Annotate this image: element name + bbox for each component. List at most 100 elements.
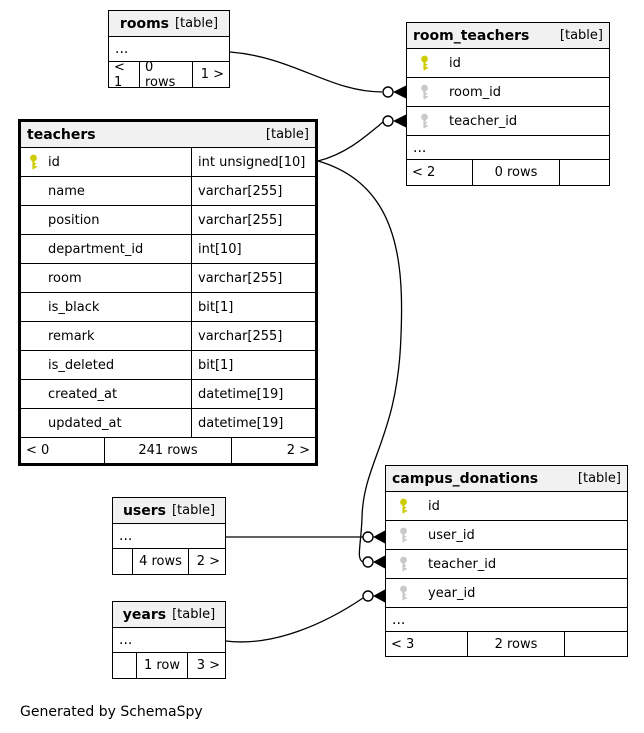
crow-foot-icon <box>373 530 385 544</box>
column-type: bit[1] <box>191 293 315 321</box>
table-teachers-footer: < 0 241 rows 2 > <box>21 438 315 463</box>
table-tag: [table] <box>559 28 603 43</box>
marker-teacher_id-room_teachers <box>382 114 406 128</box>
parents-count <box>559 160 609 185</box>
foreign-key-icon <box>421 113 428 129</box>
table-name: room_teachers <box>413 27 530 44</box>
table-room_teachers-footer: < 2 0 rows <box>407 160 609 185</box>
table-users[interactable]: users [table] ... 4 rows 2 > <box>112 497 226 575</box>
ellipsis-text: ... <box>413 139 427 156</box>
edge-years-to-campus_donations-year_id <box>225 597 364 643</box>
column-name: teacher_id <box>428 556 497 572</box>
table-room_teachers[interactable]: room_teachers [table] id <box>406 22 610 186</box>
row-count: 2 rows <box>467 632 564 656</box>
foreign-key-icon <box>421 84 428 100</box>
marker-year_id <box>362 589 385 603</box>
children-count: < 0 <box>26 443 50 458</box>
row-count: 0 rows <box>472 160 559 185</box>
column-name: department_id <box>48 241 144 257</box>
parents-count: 3 > <box>187 653 225 678</box>
cardinality-circle-icon <box>382 115 394 127</box>
table-tag: [table] <box>174 16 219 31</box>
column-row-created_at: created_at datetime[19] <box>21 380 315 409</box>
table-years[interactable]: years [table] ... 1 row 3 > <box>112 601 226 679</box>
column-row-remark: remark varchar[255] <box>21 322 315 351</box>
ellipsis-text: ... <box>115 41 129 57</box>
column-type: datetime[19] <box>191 409 315 437</box>
parents-count <box>564 632 627 656</box>
column-name: id <box>449 55 461 71</box>
column-name: is_black <box>48 299 100 315</box>
parents-count: 2 > <box>231 438 315 463</box>
column-row-teacher_id: teacher_id <box>386 550 627 579</box>
row-count: 4 rows <box>132 549 188 574</box>
table-campus_donations-header: campus_donations [table] <box>386 466 627 492</box>
row-count: 241 rows <box>104 438 231 463</box>
column-name: room <box>48 270 82 286</box>
crow-foot-icon <box>373 589 385 603</box>
table-name: teachers <box>27 126 96 143</box>
table-tag: [table] <box>172 607 216 622</box>
table-tag: [table] <box>577 471 621 486</box>
primary-key-icon <box>30 154 37 170</box>
table-campus_donations-footer: < 3 2 rows <box>386 632 627 656</box>
hidden-columns-row: ... <box>113 524 225 549</box>
table-users-footer: 4 rows 2 > <box>113 549 225 574</box>
primary-key-icon <box>400 498 407 514</box>
marker-user_id <box>362 530 385 544</box>
hidden-columns-row: ... <box>113 628 225 653</box>
table-rooms-footer: < 1 0 rows 1 > <box>109 59 229 90</box>
column-row-id: id <box>386 492 627 521</box>
column-row-room_id: room_id <box>407 78 609 107</box>
table-name: users <box>122 502 166 519</box>
table-tag: [table] <box>171 503 216 518</box>
column-type: varchar[255] <box>191 177 315 205</box>
column-row-user_id: user_id <box>386 521 627 550</box>
edge-teachers-id-to-room_teachers-teacher_id <box>317 121 384 162</box>
cardinality-circle-icon <box>362 531 374 543</box>
table-room_teachers-header: room_teachers [table] <box>407 23 609 49</box>
table-teachers[interactable]: teachers [table] id int unsigned[10] nam… <box>18 119 318 466</box>
crow-foot-icon <box>393 114 406 128</box>
table-teachers-header: teachers [table] <box>21 122 315 148</box>
column-row-updated_at: updated_at datetime[19] <box>21 409 315 438</box>
column-row-is_black: is_black bit[1] <box>21 293 315 322</box>
children-count <box>113 653 136 678</box>
parents-count: 1 > <box>192 62 229 87</box>
hidden-columns-row: ... <box>109 37 229 62</box>
table-tag: [table] <box>265 127 309 142</box>
cardinality-circle-icon <box>362 590 374 602</box>
column-name: updated_at <box>48 415 122 431</box>
column-row-id: id int unsigned[10] <box>21 148 315 177</box>
children-count: < 3 <box>391 636 415 652</box>
cardinality-circle-icon <box>362 556 374 568</box>
column-name: remark <box>48 328 95 344</box>
column-name: position <box>48 212 100 228</box>
table-campus_donations[interactable]: campus_donations [table] id <box>385 465 628 657</box>
column-name: user_id <box>428 527 475 543</box>
table-rooms-header: rooms [table] <box>109 11 229 37</box>
column-type: int unsigned[10] <box>191 148 315 176</box>
column-type: int[10] <box>191 235 315 263</box>
table-users-header: users [table] <box>113 498 225 524</box>
children-count <box>113 549 132 574</box>
table-years-header: years [table] <box>113 602 225 628</box>
table-rooms[interactable]: rooms [table] ... < 1 0 rows 1 > <box>108 10 230 90</box>
edge-rooms-to-room_teachers-room_id <box>229 51 383 93</box>
cardinality-circle-icon <box>382 86 394 98</box>
column-name: room_id <box>449 84 501 100</box>
children-count: < 2 <box>412 165 436 180</box>
ellipsis-text: ... <box>119 632 133 648</box>
column-row-name: name varchar[255] <box>21 177 315 206</box>
parents-count: 2 > <box>188 549 225 574</box>
column-row-department_id: department_id int[10] <box>21 235 315 264</box>
foreign-key-icon <box>400 585 407 601</box>
children-count: < 1 <box>114 59 125 90</box>
column-name: teacher_id <box>449 113 518 129</box>
column-type: bit[1] <box>191 351 315 379</box>
row-count: 0 rows <box>139 60 192 90</box>
primary-key-icon <box>421 55 428 71</box>
hidden-columns-row: ... <box>386 608 627 632</box>
crow-foot-icon <box>373 555 385 569</box>
